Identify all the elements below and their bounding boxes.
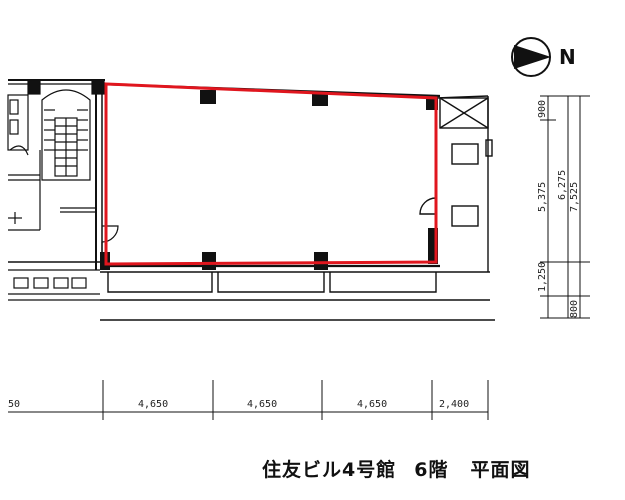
dim-label-h3: 4,650: [357, 399, 387, 410]
dim-label-v900: 900: [537, 100, 548, 118]
dim-label-v800: 800: [569, 300, 580, 318]
horizontal-dimensions: [8, 380, 489, 420]
north-arrow: N: [511, 37, 576, 77]
horizontal-dimension-labels: 50 4,650 4,650 4,650 2,400: [8, 399, 469, 410]
dim-label-h2: 4,650: [247, 399, 277, 410]
vertical-dimension-labels: 900 5,375 6,275 7,525 1,250 800: [537, 100, 580, 318]
dim-label-h4: 2,400: [439, 399, 469, 410]
dim-label-v7525: 7,525: [569, 182, 580, 212]
building-name: 住友ビル4号館: [262, 459, 397, 481]
plan-caption: 住友ビル4号館 6階平面図: [262, 455, 530, 482]
dim-label-v6275: 6,275: [557, 170, 568, 200]
dim-label-h1: 4,650: [138, 399, 168, 410]
stair-core: [7, 79, 119, 301]
dim-label-h0: 50: [8, 399, 20, 410]
north-label: N: [559, 45, 576, 69]
dim-label-v5375: 5,375: [537, 182, 548, 212]
vertical-dimensions: [540, 95, 590, 319]
dim-label-v1250: 1,250: [537, 262, 548, 292]
floor-label: 6階: [414, 459, 449, 481]
leased-area-highlight: [104, 82, 438, 266]
structural-columns: [100, 90, 438, 270]
drawing-type-label: 平面図: [470, 459, 531, 481]
